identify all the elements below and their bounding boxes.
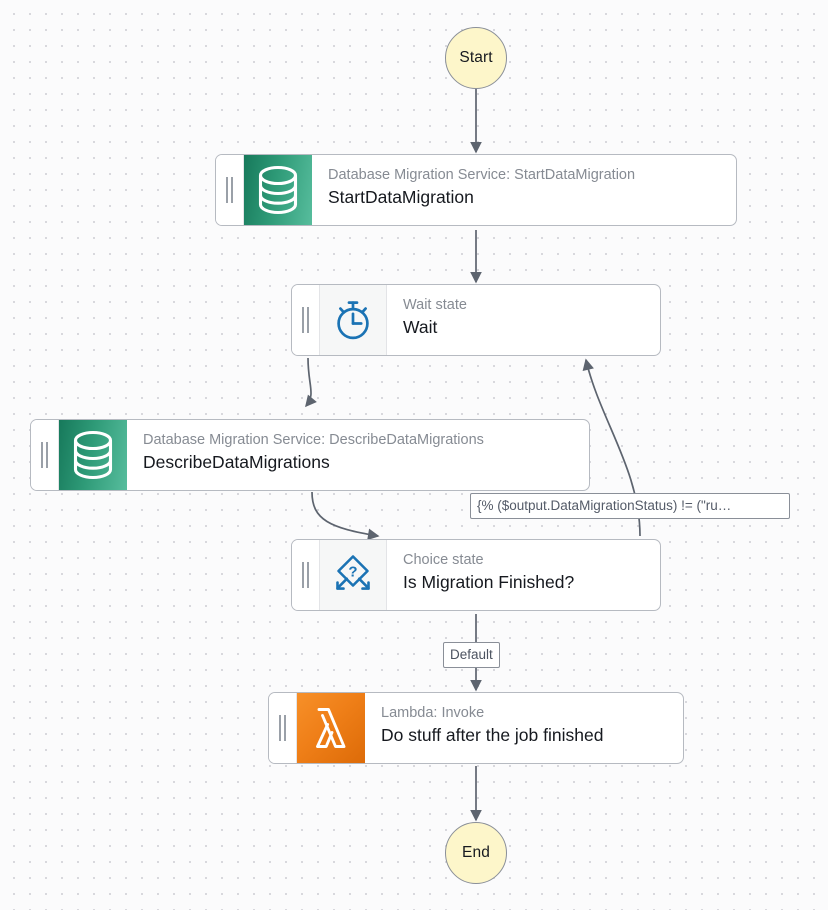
state-labels: Database Migration Service: StartDataMig… (312, 155, 736, 225)
state-title: Wait (403, 317, 438, 337)
drag-handle[interactable] (269, 693, 297, 763)
drag-handle[interactable] (292, 285, 320, 355)
end-node-label: End (462, 844, 490, 861)
state-card-wait[interactable]: Wait state Wait (291, 284, 661, 356)
state-subtitle: Lambda: Invoke (381, 705, 485, 721)
edge-wait-to-describe (305, 357, 317, 408)
state-card-describe-data-migrations[interactable]: Database Migration Service: DescribeData… (30, 419, 590, 491)
state-card-start-data-migration[interactable]: Database Migration Service: StartDataMig… (215, 154, 737, 226)
database-icon (244, 155, 312, 225)
stopwatch-icon (320, 285, 387, 355)
svg-text:?: ? (348, 564, 357, 581)
state-labels: Database Migration Service: DescribeData… (127, 420, 589, 490)
edge-describe-to-choice (311, 491, 380, 541)
state-labels: Lambda: Invoke Do stuff after the job fi… (365, 693, 683, 763)
drag-handle[interactable] (216, 155, 244, 225)
start-node[interactable]: Start (445, 27, 507, 89)
state-labels: Choice state Is Migration Finished? (387, 540, 660, 610)
state-subtitle: Database Migration Service: StartDataMig… (328, 167, 636, 183)
state-title: StartDataMigration (328, 187, 474, 207)
state-card-is-migration-finished[interactable]: ? Choice state Is Migration Finished? (291, 539, 661, 611)
state-subtitle: Choice state (403, 552, 484, 568)
state-subtitle: Database Migration Service: DescribeData… (143, 432, 484, 448)
choice-diamond-icon: ? (320, 540, 387, 610)
edge-label-choice-condition[interactable]: {% ($output.DataMigrationStatus) != ("ru… (470, 493, 790, 519)
state-subtitle: Wait state (403, 297, 467, 313)
drag-handle[interactable] (31, 420, 59, 490)
database-icon (59, 420, 127, 490)
lambda-icon (297, 693, 365, 763)
drag-handle[interactable] (292, 540, 320, 610)
end-node[interactable]: End (445, 822, 507, 884)
state-title: Is Migration Finished? (403, 572, 575, 592)
state-card-do-stuff-after-job[interactable]: Lambda: Invoke Do stuff after the job fi… (268, 692, 684, 764)
state-title: Do stuff after the job finished (381, 725, 604, 745)
edge-label-choice-default[interactable]: Default (443, 642, 500, 668)
state-title: DescribeDataMigrations (143, 452, 330, 472)
state-labels: Wait state Wait (387, 285, 660, 355)
start-node-label: Start (459, 49, 493, 66)
